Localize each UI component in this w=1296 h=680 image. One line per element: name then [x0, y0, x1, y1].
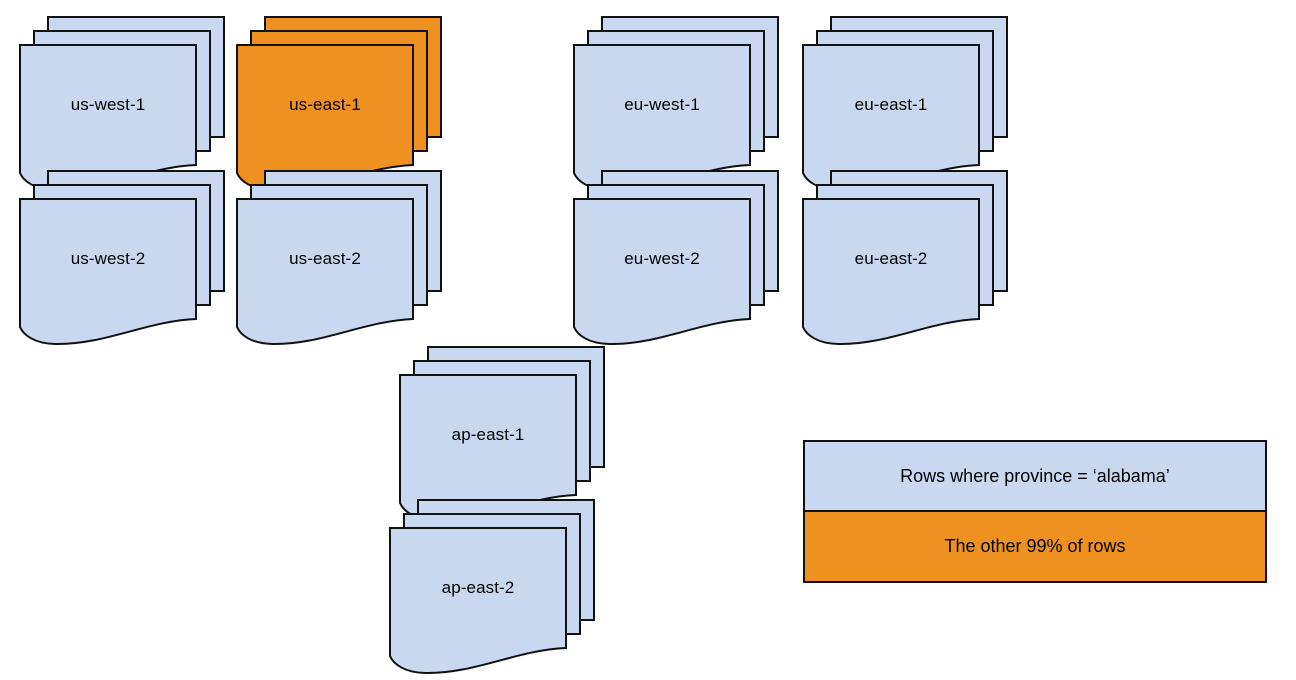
document-stack-shape: [399, 346, 605, 522]
document-stack-shape: [802, 170, 1008, 346]
legend-orange-label: The other 99% of rows: [944, 536, 1126, 556]
sheet-front: [236, 44, 414, 192]
document-stack-eu-west-2[interactable]: eu-west-2: [573, 170, 794, 346]
sheet-front: [573, 198, 751, 346]
sheet-front: [802, 44, 980, 192]
document-stack-us-east-2[interactable]: us-east-2: [236, 170, 457, 346]
document-stack-eu-west-1[interactable]: eu-west-1: [573, 16, 794, 192]
legend-orange: The other 99% of rows: [805, 512, 1265, 581]
document-stack-shape: [236, 16, 442, 192]
document-stack-shape: [573, 170, 779, 346]
document-stack-shape: [389, 499, 595, 675]
document-stack-shape: [236, 170, 442, 346]
sheet-front: [236, 198, 414, 346]
document-stack-eu-east-2[interactable]: eu-east-2: [802, 170, 1023, 346]
document-stack-us-west-1[interactable]: us-west-1: [19, 16, 240, 192]
document-stack-us-west-2[interactable]: us-west-2: [19, 170, 240, 346]
sheet-front: [802, 198, 980, 346]
legend-blue: Rows where province = ‘alabama’: [805, 442, 1265, 512]
document-stack-ap-east-2[interactable]: ap-east-2: [389, 499, 610, 675]
document-stack-shape: [19, 170, 225, 346]
document-stack-shape: [573, 16, 779, 192]
sheet-front: [399, 374, 577, 522]
sheet-front: [19, 44, 197, 192]
legend-blue-label: Rows where province = ‘alabama’: [900, 465, 1170, 486]
document-stack-shape: [802, 16, 1008, 192]
document-stack-ap-east-1[interactable]: ap-east-1: [399, 346, 620, 522]
legend: Rows where province = ‘alabama’ The other…: [803, 440, 1267, 583]
sheet-front: [19, 198, 197, 346]
sheet-front: [573, 44, 751, 192]
document-stack-shape: [19, 16, 225, 192]
sheet-front: [389, 527, 567, 675]
document-stack-eu-east-1[interactable]: eu-east-1: [802, 16, 1023, 192]
document-stack-us-east-1[interactable]: us-east-1: [236, 16, 457, 192]
